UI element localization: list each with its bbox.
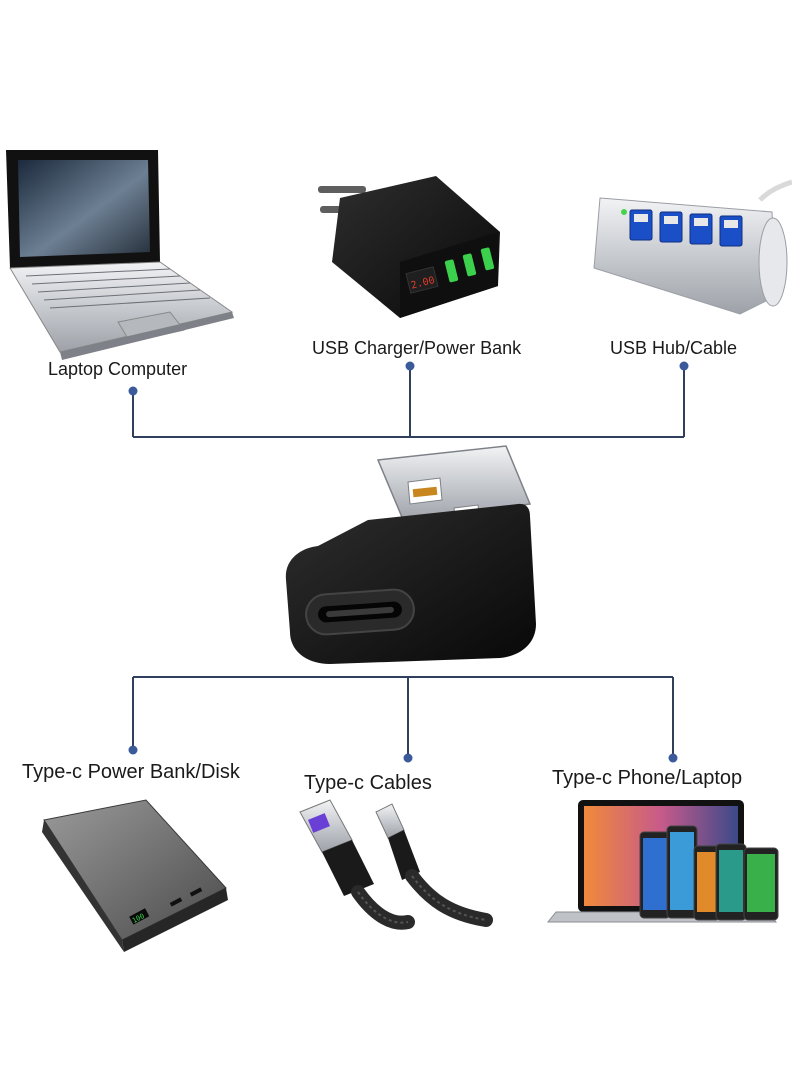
dot-cables <box>403 753 413 763</box>
dot-phone <box>668 753 678 763</box>
usb-hub-icon <box>593 179 792 315</box>
power-bank-icon: 100 <box>42 799 228 952</box>
dot-charger <box>405 361 415 371</box>
usb-cables-icon <box>299 799 493 930</box>
laptop-icon <box>6 150 234 360</box>
top-connector-lines <box>132 366 685 438</box>
label-typec-cables: Type-c Cables <box>304 772 432 794</box>
usb-a-to-type-c-adapter <box>285 445 536 664</box>
phone-laptop-icon <box>546 800 779 923</box>
label-usb-hub: USB Hub/Cable <box>610 338 738 358</box>
label-typec-power-bank: Type-c Power Bank/Disk <box>22 761 240 783</box>
label-laptop-computer: Laptop Computer <box>48 359 188 379</box>
label-typec-phone-laptop: Type-c Phone/Laptop <box>552 767 743 789</box>
dot-hub <box>679 361 689 371</box>
wall-charger-icon: 2.00 <box>318 176 500 318</box>
dot-powerbank <box>128 745 138 755</box>
dot-laptop <box>128 386 138 396</box>
label-usb-charger: USB Charger/Power Bank <box>312 338 522 358</box>
bottom-connector-lines <box>132 676 674 757</box>
connector-dots <box>128 361 689 763</box>
